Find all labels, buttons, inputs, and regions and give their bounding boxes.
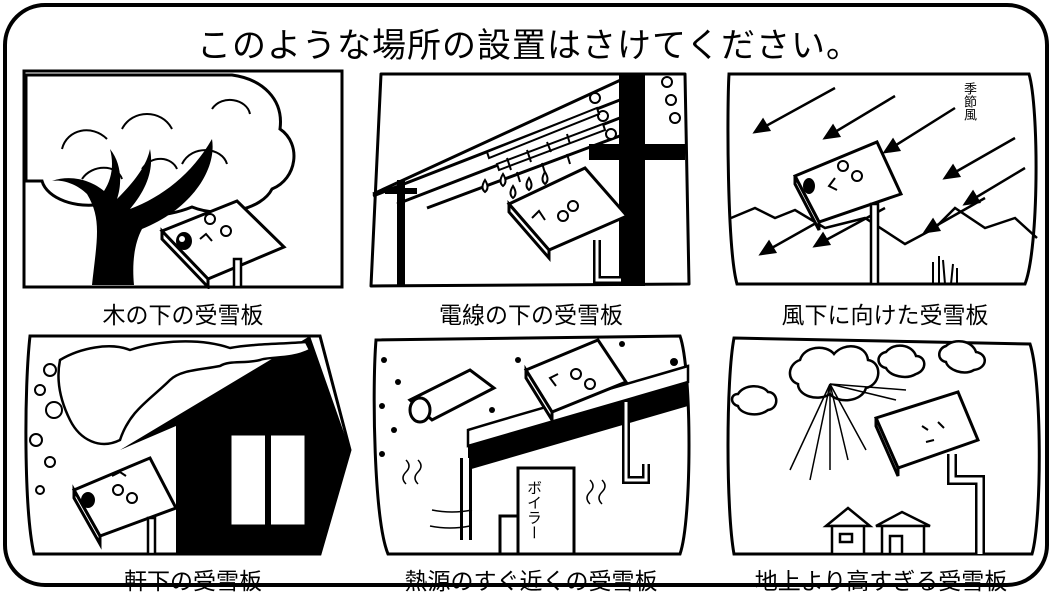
page-title: このような場所の設置はさけてください。: [197, 26, 861, 66]
wind-label: 季節風: [961, 82, 976, 121]
boiler-label: ボイラー: [525, 480, 543, 540]
snow-gauge-icon: [506, 166, 630, 284]
snow-gauge-icon: [873, 390, 985, 554]
panel-under-eaves: [20, 330, 354, 560]
snow-gauge-icon: [71, 456, 179, 556]
snow-gauge-icon: [792, 140, 904, 286]
caption-under-power-lines: 電線の下の受雪板: [439, 303, 623, 329]
outer-frame: [3, 3, 1049, 587]
caption-under-tree: 木の下の受雪板: [102, 303, 264, 329]
panel-under-power-lines: [367, 68, 695, 290]
panel-near-heat-source: ボイラー: [370, 330, 698, 560]
snow-gauge-icon: [523, 338, 650, 484]
snow-gauge-icon: [159, 199, 287, 289]
panel-too-high: [726, 330, 1042, 560]
caption-facing-downwind: 風下に向けた受雪板: [781, 303, 989, 329]
caption-near-heat-source: 熱源のすぐ近くの受雪板: [404, 569, 658, 595]
caption-too-high: 地上より高すぎる受雪板: [754, 569, 1008, 595]
panel-facing-downwind: 季節風: [725, 68, 1041, 290]
caption-under-eaves: 軒下の受雪板: [124, 569, 262, 595]
panel-under-tree: [22, 69, 344, 289]
